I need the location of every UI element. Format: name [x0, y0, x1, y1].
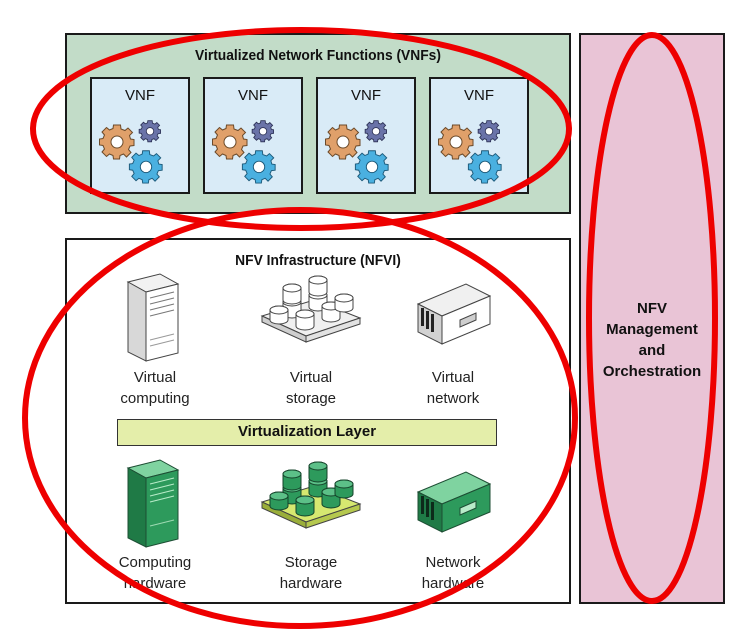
virtual-computing-caption: Virtual computing	[90, 367, 220, 409]
virtual-network-caption: Virtual network	[388, 367, 518, 409]
caption-line: Computing	[118, 554, 192, 571]
mano-label-line: Management	[606, 321, 698, 338]
gears-icon	[99, 120, 163, 184]
virtualization-layer: Virtualization Layer	[117, 419, 497, 446]
caption-line: computing	[120, 390, 190, 407]
gears-icon	[212, 120, 276, 184]
storage-disks-icon	[260, 275, 362, 343]
vnf-label: VNF	[464, 87, 494, 104]
gears-icon	[438, 120, 502, 184]
caption-line: storage	[285, 390, 337, 407]
network-device-icon	[416, 283, 492, 345]
storage-hardware-icon	[260, 461, 362, 529]
storage-hardware-caption: Storage hardware	[246, 552, 376, 594]
caption-line: Virtual	[289, 369, 333, 386]
vnf-panel-title: Virtualized Network Functions (VNFs)	[195, 47, 441, 64]
nfvi-panel-title: NFV Infrastructure (NFVI)	[235, 252, 401, 269]
vnf-label: VNF	[125, 87, 155, 104]
server-icon	[126, 273, 180, 362]
mano-highlight-ellipse	[586, 32, 718, 604]
computing-hardware-icon	[126, 459, 180, 548]
mano-label-line: and	[638, 342, 666, 359]
gears-icon	[325, 120, 389, 184]
mano-label-line: Orchestration	[602, 363, 702, 380]
network-hardware-icon	[416, 471, 492, 533]
mano-label-line: NFV	[637, 300, 667, 317]
vnf-label: VNF	[238, 87, 268, 104]
virtual-storage-caption: Virtual storage	[246, 367, 376, 409]
mano-label: NFV Management and Orchestration	[579, 298, 725, 382]
nfvi-highlight-ellipse	[22, 207, 578, 629]
caption-line: Network	[425, 554, 481, 571]
caption-line: hardware	[279, 575, 343, 592]
caption-line: Storage	[284, 554, 338, 571]
caption-line: Virtual	[431, 369, 475, 386]
vnf-label: VNF	[351, 87, 381, 104]
caption-line: Virtual	[133, 369, 177, 386]
caption-line: network	[426, 390, 480, 407]
vnf-highlight-ellipse	[30, 27, 572, 231]
